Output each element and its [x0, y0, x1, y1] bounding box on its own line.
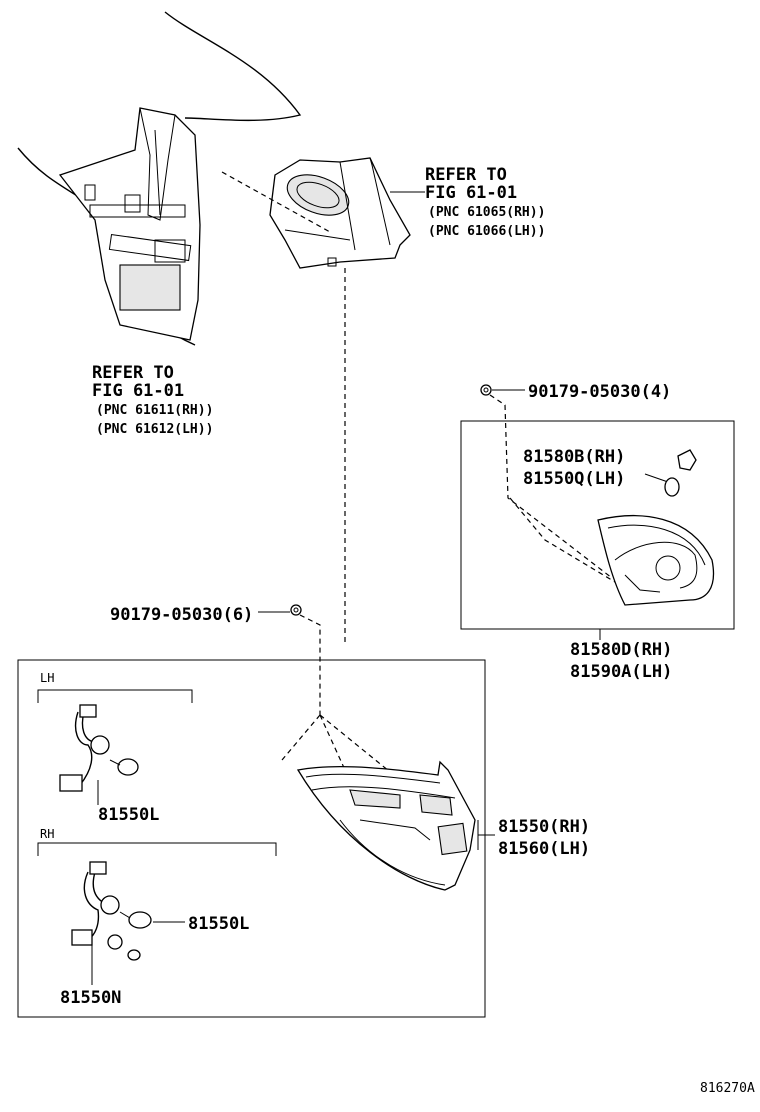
label-rh-wire: 81550N — [60, 988, 121, 1008]
body-quarter-panel — [17, 11, 302, 346]
refer-top-line3: (PNC 61065(RH)) — [428, 205, 545, 220]
group-lh-bracket — [37, 689, 193, 703]
inner-lamp-box — [460, 420, 735, 630]
outer-lamp-icon — [296, 760, 476, 891]
screw-inner-icon — [480, 384, 492, 396]
socket-inner-icon — [664, 449, 697, 497]
inner-panel-bracket — [269, 157, 411, 269]
label-outer-lamp-rh: 81550(RH) — [498, 817, 590, 837]
label-screw-outer: 90179-05030(6) — [110, 605, 253, 625]
outer-lamp-box — [17, 659, 486, 1018]
label-socket-inner-rh: 81580B(RH) — [523, 447, 625, 467]
refer-left-line3: (PNC 61611(RH)) — [96, 403, 213, 418]
inner-lamp-icon — [597, 515, 715, 606]
refer-top-line1: REFER TO — [425, 165, 507, 185]
screw-outer-icon — [290, 604, 302, 616]
group-lh-label: LH — [40, 671, 54, 685]
lh-socket-wire-icon — [59, 704, 139, 792]
refer-left-line2: FIG 61-01 — [92, 381, 184, 401]
label-socket-inner-lh: 81550Q(LH) — [523, 469, 625, 489]
refer-left-line1: REFER TO — [92, 363, 174, 383]
label-lh-bulb: 81550L — [98, 805, 159, 825]
group-rh-bracket — [37, 842, 277, 856]
refer-top-line2: FIG 61-01 — [425, 183, 517, 203]
rh-socket-wire-icon — [71, 861, 152, 961]
figure-id: 816270A — [700, 1081, 755, 1096]
label-screw-inner: 90179-05030(4) — [528, 382, 671, 402]
label-outer-lamp-lh: 81560(LH) — [498, 839, 590, 859]
label-rh-bulb: 81550L — [188, 914, 249, 934]
refer-left-line4: (PNC 61612(LH)) — [96, 422, 213, 437]
group-rh-label: RH — [40, 827, 54, 841]
label-inner-lamp-lh: 81590A(LH) — [570, 662, 672, 682]
label-inner-lamp-rh: 81580D(RH) — [570, 640, 672, 660]
refer-top-line4: (PNC 61066(LH)) — [428, 224, 545, 239]
